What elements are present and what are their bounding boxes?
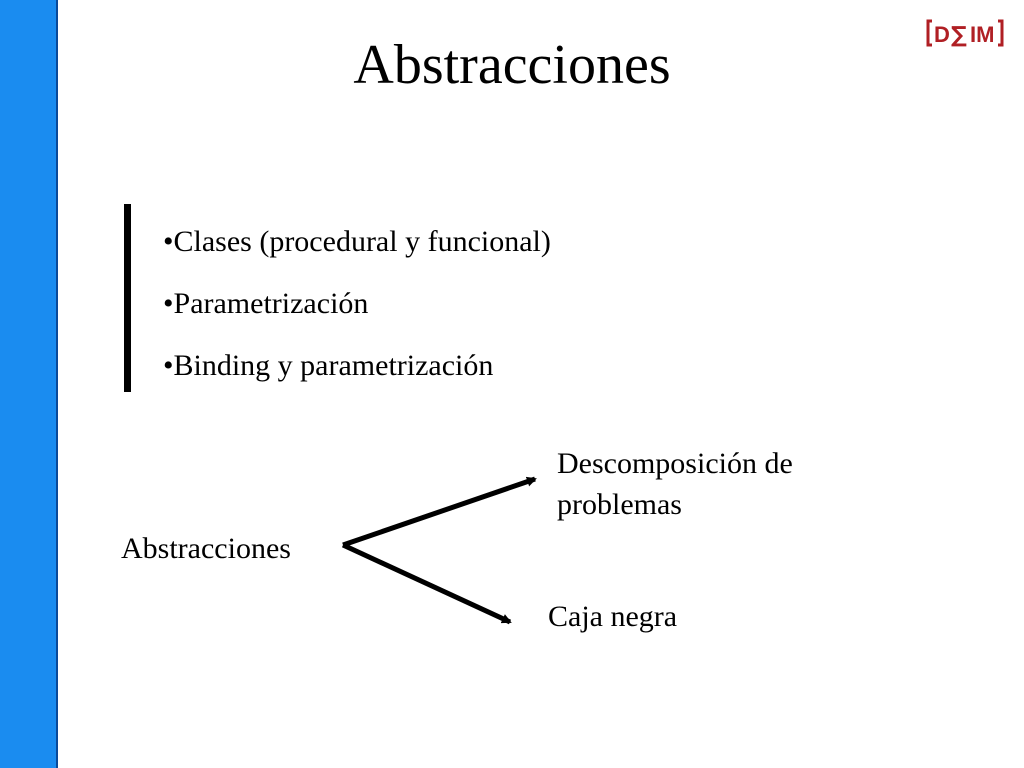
diagram-target-top-line2: problemas (557, 488, 682, 521)
svg-text:∑: ∑ (951, 23, 967, 48)
diagram-target-top-line1: Descomposición de (557, 447, 793, 480)
diagram-source-label: Abstracciones (121, 532, 291, 565)
logo: D ∑ IM (926, 18, 1004, 48)
bullet-item: •Binding y parametrización (163, 349, 494, 382)
bullet-list: •Clases (procedural y funcional) •Parame… (163, 222, 551, 408)
bullet-bracket (124, 204, 131, 392)
arrow-down (341, 542, 512, 625)
bullet-item: •Clases (procedural y funcional) (163, 225, 551, 258)
side-bar (0, 0, 58, 768)
slide-title: Abstracciones (353, 34, 671, 96)
diagram-target-bottom: Caja negra (548, 600, 678, 633)
svg-text:IM: IM (970, 22, 994, 47)
dim-logo-icon: D ∑ IM (926, 19, 1004, 48)
svg-text:D: D (934, 22, 950, 47)
bullet-item: •Parametrización (163, 287, 369, 320)
arrow-up (342, 476, 537, 548)
